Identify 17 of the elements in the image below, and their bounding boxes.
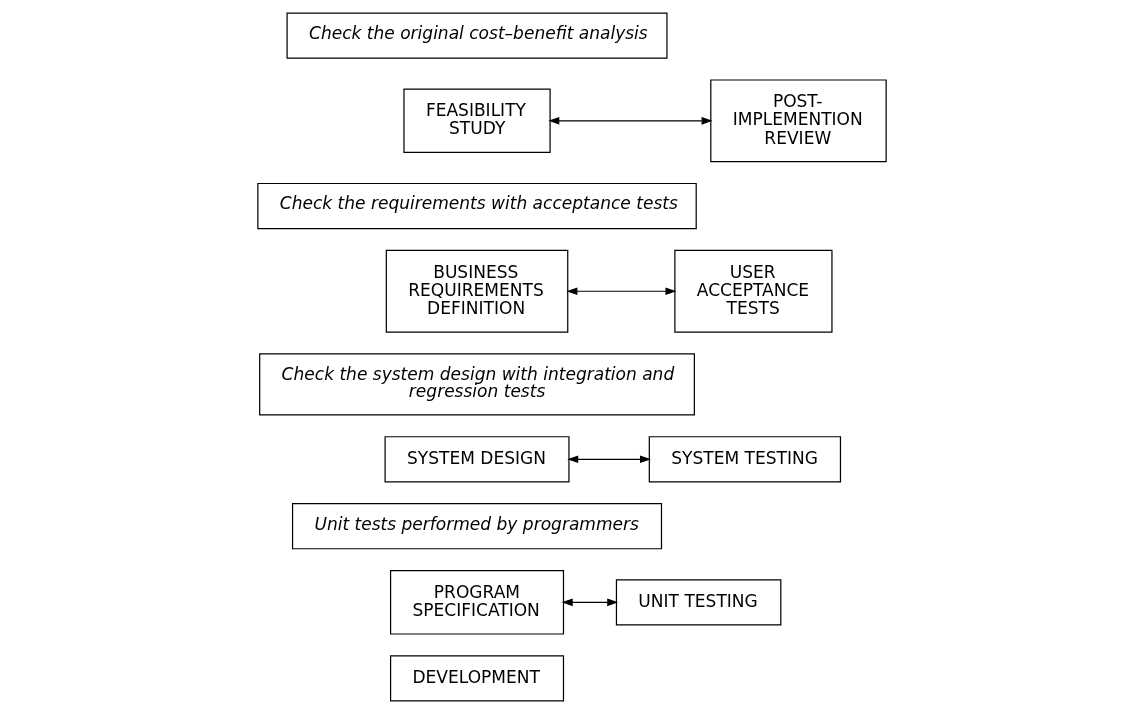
arrow xyxy=(561,598,618,607)
node-box: SYSTEM TESTING xyxy=(648,436,841,483)
node-box: DEVELOPMENT xyxy=(389,655,564,702)
node-box: FEASIBILITY STUDY xyxy=(402,88,551,154)
node-box: SYSTEM DESIGN xyxy=(384,436,570,483)
node-box: UNIT TESTING xyxy=(615,579,781,626)
node-box: PROGRAM SPECIFICATION xyxy=(389,570,564,635)
node-box: Unit tests performed by programmers xyxy=(291,503,662,550)
node-box: POST-IMPLEMENTION REVIEW xyxy=(709,79,887,163)
arrow xyxy=(565,287,676,296)
node-box: Check the original cost–benefit analysis xyxy=(285,12,668,59)
node-box: Check the system design with integration and regression tests xyxy=(258,353,695,416)
arrow xyxy=(547,116,713,125)
arrow xyxy=(566,455,651,464)
node-box: Check the requirements with acceptance tests xyxy=(256,182,697,230)
node-box: BUSINESS REQUIREMENTS DEFINITION xyxy=(385,249,568,333)
node-box: USER ACCEPTANCE TESTS xyxy=(673,249,833,333)
